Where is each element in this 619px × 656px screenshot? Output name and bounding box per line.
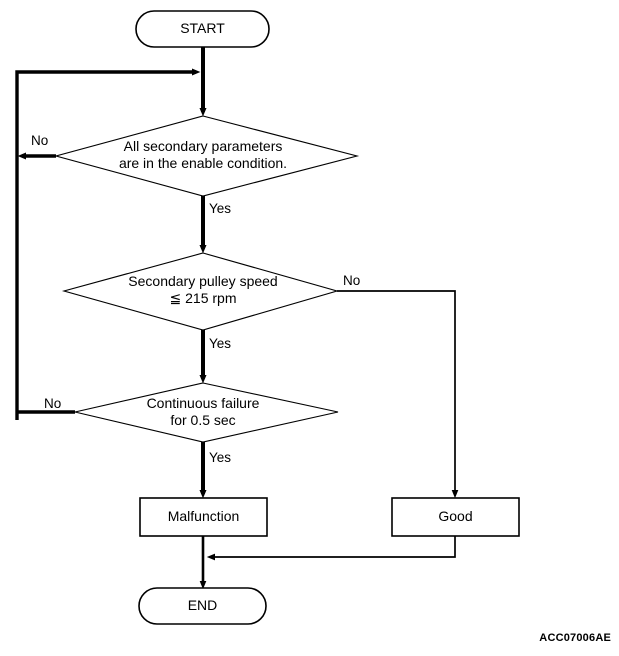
edge-label-decision1-yes: Yes xyxy=(209,201,232,216)
decision2-shape xyxy=(61,252,339,331)
figure-reference-code: ACC07006AE xyxy=(539,632,611,644)
start-node-shape xyxy=(135,10,270,48)
decision1-shape xyxy=(53,115,360,197)
edge-label-decision1-no: No xyxy=(31,133,49,148)
edge-label-decision2-no: No xyxy=(343,273,361,288)
decision3-shape xyxy=(74,382,339,443)
end-node-shape xyxy=(138,587,267,625)
edge-decision2-no xyxy=(337,290,459,499)
edge-good-to-end xyxy=(206,536,456,561)
edge-label-decision3-no: No xyxy=(44,396,62,411)
edge-label-decision2-yes: Yes xyxy=(209,336,232,351)
edge-label-decision3-yes: Yes xyxy=(209,450,232,465)
malfunction-node-shape xyxy=(139,497,268,537)
edge-return-rail xyxy=(15,68,201,420)
good-node-shape xyxy=(391,497,520,537)
